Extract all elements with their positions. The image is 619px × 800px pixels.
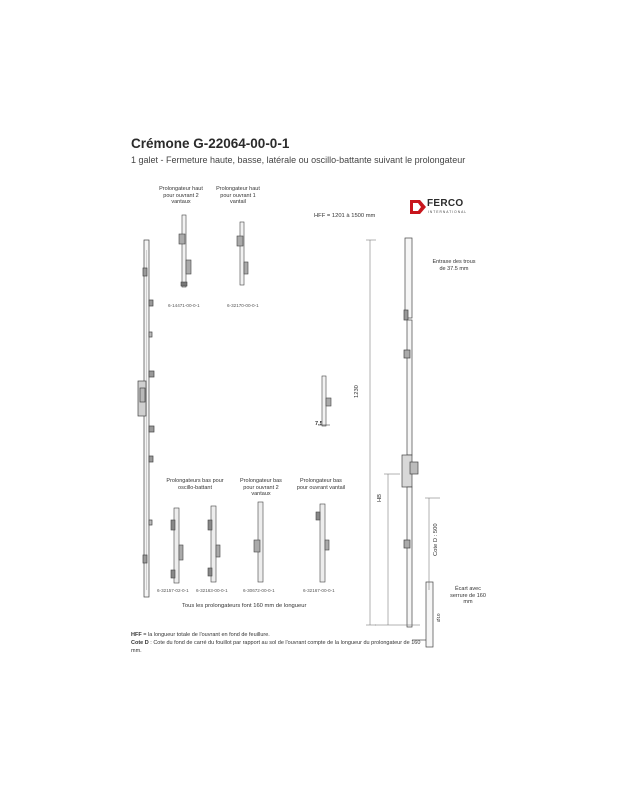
document-subtitle: 1 galet - Fermeture haute, basse, latéra… (131, 155, 466, 165)
part-code: 6-14471-00-0-1 (168, 303, 200, 308)
cremone-main-bar (137, 239, 155, 598)
brand-tagline: INTERNATIONAL (428, 210, 468, 214)
footnote-key: Cote D (131, 640, 149, 647)
handle-dimension: HB (377, 493, 383, 502)
top-extension-2 (236, 221, 249, 286)
part-code: 6-32167-00-0-1 (303, 588, 335, 593)
document-title: Crémone G-22064-00-0-1 (131, 136, 290, 151)
bottom-extension-3 (253, 501, 264, 583)
dimension-lines (366, 239, 440, 626)
footnote-text: = la longueur totale de l'ouvrant en fon… (141, 632, 270, 638)
gap-note: Écart avec serrure de 160 mm (450, 586, 486, 606)
top-extension-label: Prolongateur haut pour ouvrant 1 vantail (216, 186, 260, 206)
small-dimension: Ø10 (436, 613, 441, 622)
strike-spacing-note: Entraxe des trous de 37.5 mm (432, 259, 476, 272)
part-code: 6-32163-00-0-1 (196, 588, 228, 593)
bottom-extension-2 (207, 505, 221, 583)
top-extension-label: Prolongateur haut pour ouvrant 2 vantaux (159, 186, 203, 206)
footnote-key: HFF (131, 632, 142, 638)
footnotes: HFF = la longueur totale de l'ouvrant en… (131, 631, 431, 656)
footnote: Cote D : Cote du fond de carré du fouill… (131, 639, 431, 655)
footnote: HFF = la longueur totale de l'ouvrant en… (131, 631, 431, 639)
bottom-extension-4 (315, 503, 330, 583)
hff-range: HFF = 1201 à 1500 mm (314, 213, 376, 219)
bottom-extension-1 (170, 507, 184, 584)
offset-dimension: 7.5 (315, 421, 323, 427)
footnote-text: : Cote du fond de carré du fouillot par … (131, 640, 421, 655)
right-assembly (401, 237, 434, 648)
height-dimension: 1230 (354, 385, 360, 398)
extensions-length-note: Tous les prolongateurs font 160 mm de lo… (182, 603, 307, 609)
bottom-extension-label: Prolongateur bas pour ouvrant vantail (296, 478, 346, 491)
part-code: 6-32157-02-0-1 (157, 588, 189, 593)
brand-name: FERCO (427, 198, 464, 209)
cote-d-dimension: Cote D : 500 (433, 523, 439, 556)
top-extension-1 (178, 214, 192, 288)
bottom-extension-label: Prolongateurs bas pour oscillo-battant (166, 478, 224, 491)
part-code: 6-32170-00-0-1 (227, 303, 259, 308)
ferco-logo-mark-icon (410, 200, 426, 214)
detail-part (318, 375, 332, 427)
part-code: 6-30672-00-0-1 (243, 588, 275, 593)
bottom-extension-label: Prolongateur bas pour ouvrant 2 vantaux (240, 478, 282, 498)
